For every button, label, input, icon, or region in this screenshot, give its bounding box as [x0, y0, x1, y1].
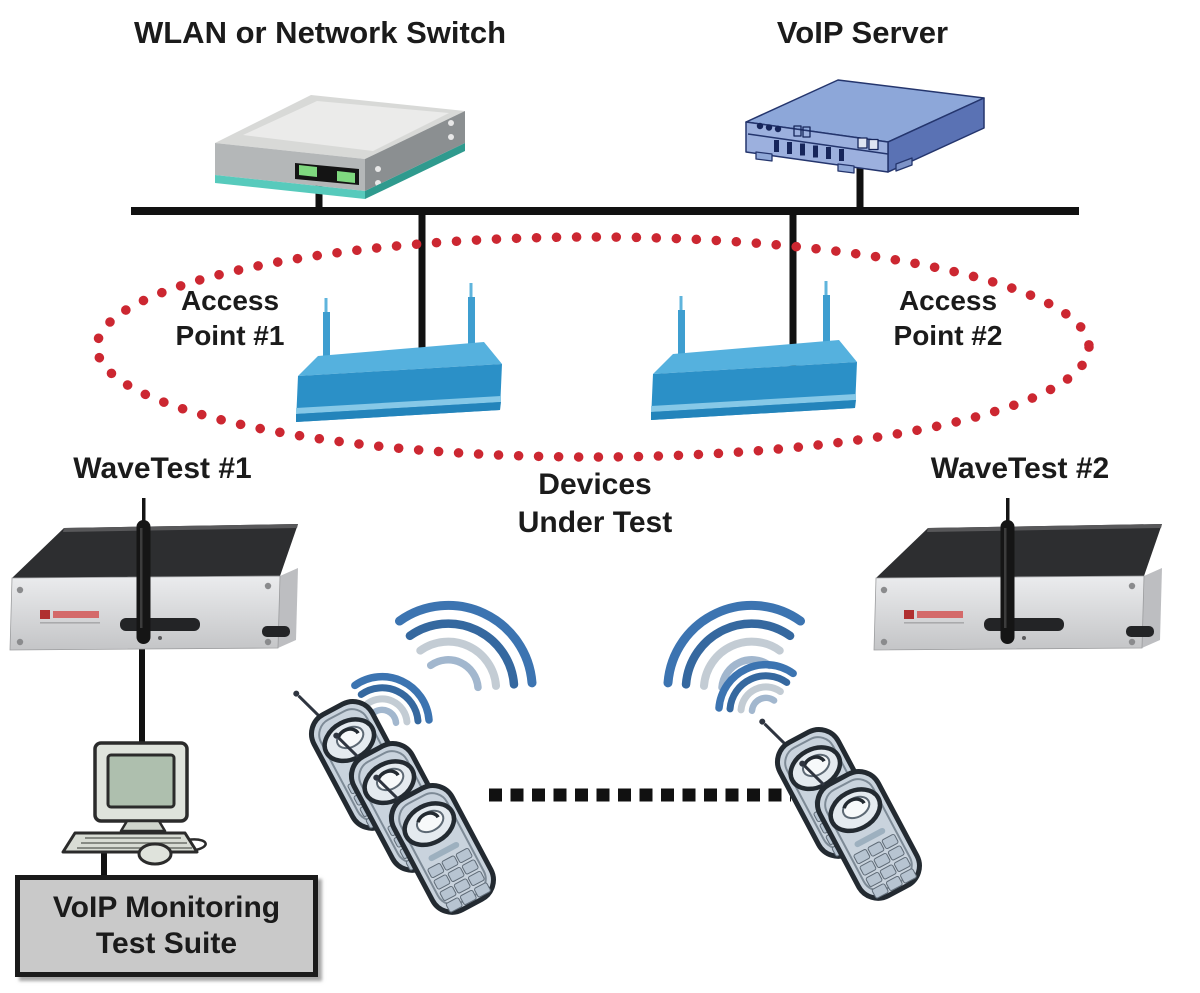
computer-screen — [106, 753, 176, 809]
network-switch-label: WLAN or Network Switch — [133, 15, 506, 50]
desktop-computer-icon — [61, 741, 207, 866]
access-point-2-label-line2: Point #2 — [893, 320, 1003, 351]
voip-server-label: VoIP Server — [776, 15, 949, 50]
server-vents — [774, 140, 844, 161]
wifi-signal-right-small-icon — [709, 652, 800, 723]
access-point-2-label-line1: Access — [898, 285, 998, 316]
wifi-signal-right-large-icon — [650, 582, 812, 707]
voip-monitoring-suite-label-line1: VoIP Monitoring — [52, 891, 281, 924]
access-point-2-label: Access Point #2 — [843, 283, 1053, 353]
network-switch-icon — [215, 95, 465, 199]
wavetest-2-label: WaveTest #2 — [930, 452, 1110, 485]
switch-led-panel — [295, 163, 359, 185]
voip-server-icon — [745, 79, 985, 174]
computer-mouse — [137, 842, 173, 866]
access-point-2-icon — [651, 281, 857, 420]
access-point-1-label-line1: Access — [180, 285, 280, 316]
devices-under-test-label-line2: Under Test — [517, 506, 673, 539]
coverage-ellipse — [92, 232, 1094, 462]
access-point-1-label: Access Point #1 — [125, 283, 335, 353]
wavetest-1-icon — [9, 497, 299, 651]
wavetest-2-icon — [873, 497, 1163, 651]
wavetest-1-label: WaveTest #1 — [73, 452, 252, 485]
devices-under-test-label: Devices Under Test — [465, 466, 725, 542]
voip-monitoring-suite-label-line2: Test Suite — [95, 927, 238, 960]
voip-monitoring-suite-box: VoIP Monitoring Test Suite — [15, 875, 318, 977]
devices-under-test-label-line1: Devices — [538, 468, 652, 501]
access-point-1-label-line2: Point #1 — [175, 320, 285, 351]
